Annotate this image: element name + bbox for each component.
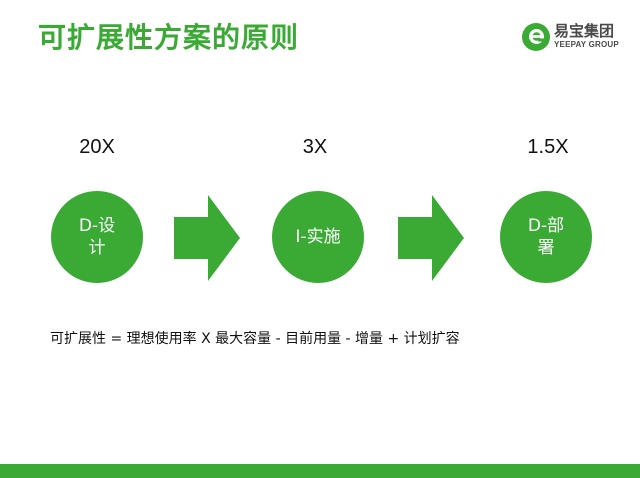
company-logo: 易宝集团 YEEPAY GROUP bbox=[521, 22, 631, 52]
right-arrow-icon bbox=[174, 195, 240, 281]
stage-label-design: D-设计 bbox=[78, 216, 116, 258]
footer-bar bbox=[0, 464, 640, 478]
stage-factor-implement: 3X bbox=[302, 136, 328, 158]
logo-chinese-name: 易宝集团 bbox=[554, 22, 615, 40]
stage-circle-design: D-设计 bbox=[51, 191, 143, 283]
stage-circle-deploy: D-部署 bbox=[500, 191, 592, 283]
slide-title: 可扩展性方案的原则 bbox=[38, 21, 300, 54]
right-arrow-icon bbox=[398, 195, 464, 281]
stage-label-deploy: D-部署 bbox=[527, 216, 565, 258]
stage-label-implement: I-实施 bbox=[295, 227, 341, 247]
scalability-formula: 可扩展性 = 理想使用率 X 最大容量 - 目前用量 - 增量 + 计划扩容 bbox=[50, 331, 460, 347]
stage-circle-implement: I-实施 bbox=[272, 191, 364, 283]
yeepay-logo-icon bbox=[522, 23, 550, 51]
logo-english-name: YEEPAY GROUP bbox=[554, 40, 619, 49]
stage-factor-deploy: 1.5X bbox=[527, 136, 569, 158]
stage-factor-design: 20X bbox=[79, 136, 115, 158]
